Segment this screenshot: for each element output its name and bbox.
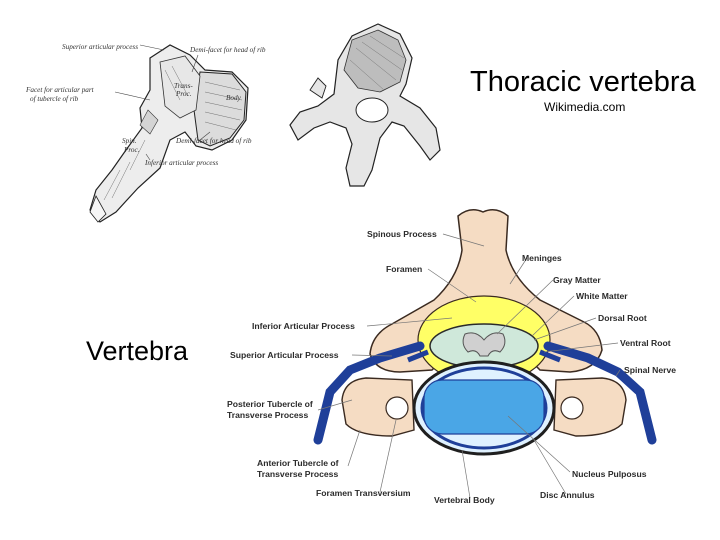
superior-vertebra-drawing <box>289 23 441 187</box>
label-disc-annulus: Disc Annulus <box>540 490 595 500</box>
image-credit: Wikimedia.com <box>544 100 626 114</box>
label-anterior-tubercle-line2: Transverse Process <box>257 469 338 479</box>
label-superior-articular-process: Superior articular process <box>62 43 138 51</box>
label-dorsal-root: Dorsal Root <box>598 313 647 323</box>
slide-title: Thoracic vertebra <box>470 66 696 98</box>
lateral-vertebra-drawing: Superior articular process Demi-facet fo… <box>25 43 266 223</box>
label-vertebral-body: Vertebral Body <box>434 495 495 505</box>
label-meninges: Meninges <box>522 253 562 263</box>
label-inferior-articular-process: Inferior Articular Process <box>252 321 355 331</box>
label-gray-matter: Gray Matter <box>553 275 601 285</box>
label-body: Body <box>226 94 242 102</box>
label-superior-articular-process: Superior Articular Process <box>230 350 339 360</box>
label-nucleus-pulposus: Nucleus Pulposus <box>572 469 647 479</box>
label-spinous-process: Spinous Process <box>367 229 437 239</box>
label-white-matter: White Matter <box>576 291 628 301</box>
label-anterior-tubercle-line1: Anterior Tubercle of <box>257 458 339 468</box>
label-demi-facet-lower: Demi-facet for head of rib <box>175 137 252 145</box>
slide-caption: Vertebra <box>86 336 189 366</box>
label-ventral-root: Ventral Root <box>620 338 671 348</box>
label-posterior-tubercle-line2: Transverse Process <box>227 410 308 420</box>
label-spinous-line1: Spin. <box>122 137 137 145</box>
spinal-cross-section: Spinous Process Meninges Foramen Gray Ma… <box>227 209 676 505</box>
label-facet-tubercle-line2: of tubercle of rib <box>30 95 79 103</box>
label-foramen: Foramen <box>386 264 422 274</box>
label-spinous-line2: Proc. <box>123 146 140 154</box>
label-posterior-tubercle-line1: Posterior Tubercle of <box>227 399 313 409</box>
label-demi-facet-upper: Demi-facet for head of rib <box>189 46 266 54</box>
label-inferior-articular-process: Inferior articular process <box>144 159 218 167</box>
label-spinal-nerve: Spinal Nerve <box>624 365 676 375</box>
label-transverse-line1: Trans- <box>174 82 193 90</box>
label-transverse-line2: Proc. <box>175 90 192 98</box>
label-facet-tubercle-line1: Facet for articular part <box>25 86 95 94</box>
label-foramen-transversium: Foramen Transversium <box>316 488 411 498</box>
